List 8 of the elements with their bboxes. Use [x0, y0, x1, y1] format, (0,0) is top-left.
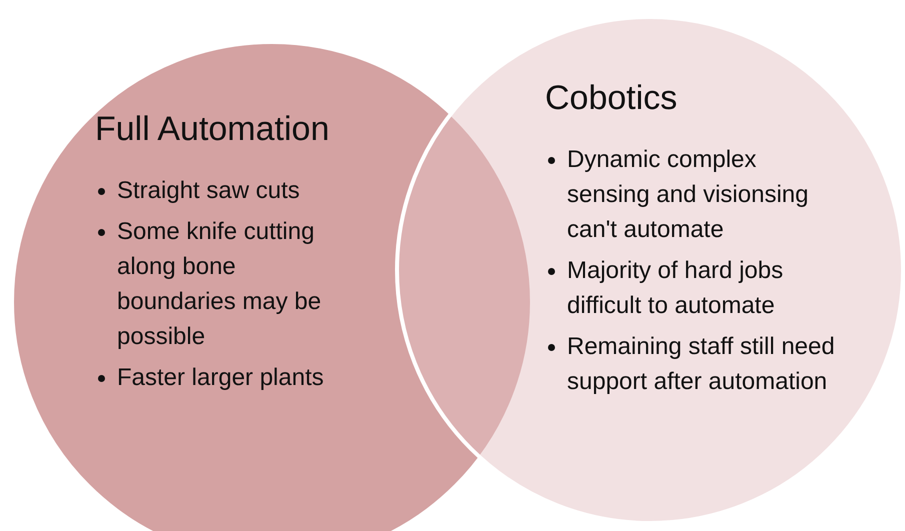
bullet-text: Remaining staff still need support after automation — [567, 332, 835, 397]
circle-heading: Full Automation — [95, 110, 330, 149]
circle-heading: Cobotics — [545, 79, 678, 118]
bullet-text: Some knife cutting along bone boundaries may be possible — [117, 217, 322, 352]
bullet-text: Dynamic complex sensing and visionsing can't automate — [567, 145, 810, 245]
bullet-text: Faster larger plants — [117, 363, 325, 393]
bullet-text: Majority of hard jobs difficult to automate — [567, 256, 784, 321]
bullet-text: Straight saw cuts — [117, 176, 301, 206]
